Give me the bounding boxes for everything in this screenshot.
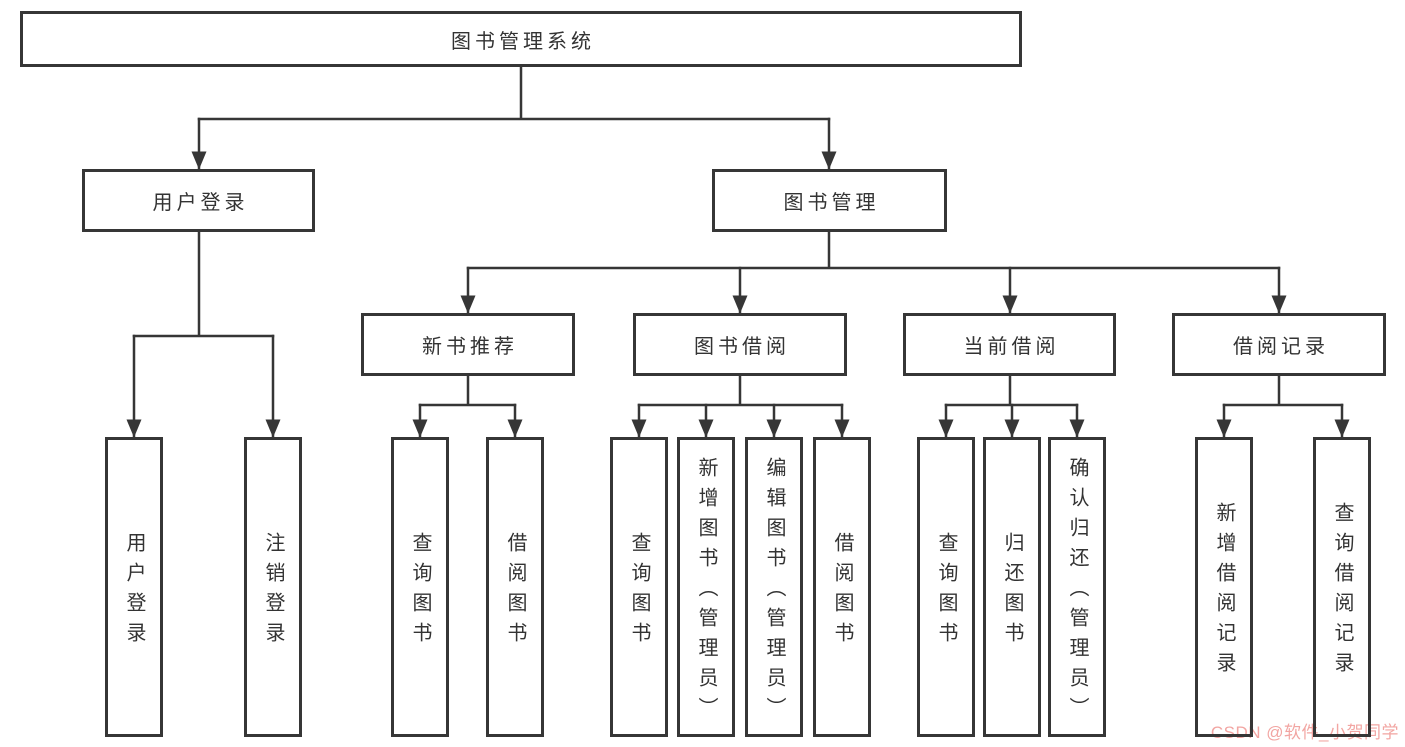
node-current-borrow: 当前借阅 (903, 313, 1116, 376)
node-borrow-records: 借阅记录 (1172, 313, 1386, 376)
node-root: 图书管理系统 (20, 11, 1022, 67)
leaf-query-books-recommend: 查询图书 (391, 437, 449, 737)
leaf-borrow-books: 借阅图书 (813, 437, 871, 737)
leaf-return-book: 归还图书 (983, 437, 1041, 737)
leaf-logout: 注销登录 (244, 437, 302, 737)
watermark: CSDN @软件_小贺同学 (1210, 723, 1399, 742)
leaf-edit-book-admin: 编辑图书（管理员） (745, 437, 803, 737)
leaf-query-books-borrow: 查询图书 (610, 437, 668, 737)
leaf-add-book-admin: 新增图书（管理员） (677, 437, 735, 737)
node-new-book-recommend: 新书推荐 (361, 313, 575, 376)
leaf-query-borrow-record: 查询借阅记录 (1313, 437, 1371, 737)
leaf-confirm-return-admin: 确认归还（管理员） (1048, 437, 1106, 737)
node-book-management: 图书管理 (712, 169, 947, 232)
leaf-add-borrow-record: 新增借阅记录 (1195, 437, 1253, 737)
leaf-borrow-books-recommend: 借阅图书 (486, 437, 544, 737)
node-user-login: 用户登录 (82, 169, 315, 232)
leaf-query-books-current: 查询图书 (917, 437, 975, 737)
node-book-borrow: 图书借阅 (633, 313, 847, 376)
leaf-user-login: 用户登录 (105, 437, 163, 737)
